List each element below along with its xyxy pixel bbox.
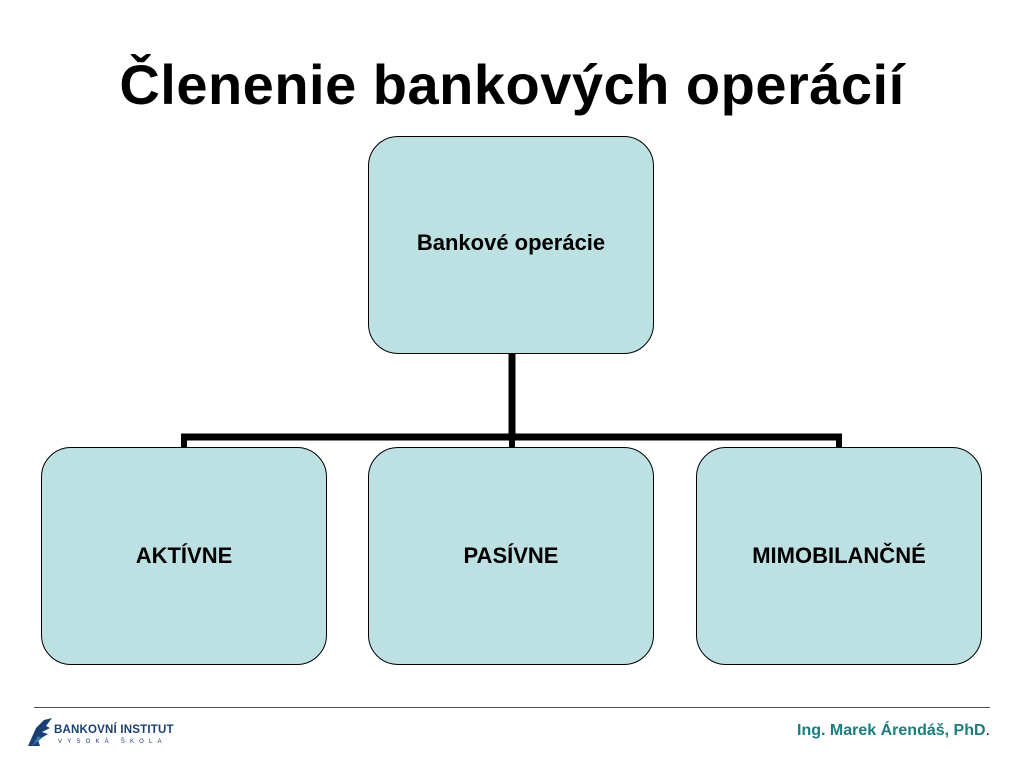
logo-main-text: BANKOVNÍ INSTITUT xyxy=(54,724,174,736)
footer-divider xyxy=(34,707,990,708)
node-label: Bankové operácie xyxy=(416,230,606,255)
node-bankove-operacie[interactable]: Bankové operácie xyxy=(368,136,654,354)
bankovni-institut-logo: BANKOVNÍ INSTITUT VYSOKÁ ŠKOLA xyxy=(26,716,186,750)
node-label: PASÍVNE xyxy=(463,543,559,568)
node-label: MIMOBILANČNÉ xyxy=(752,543,926,568)
logo-sub-text: VYSOKÁ ŠKOLA xyxy=(58,739,167,745)
author-text: Ing. Marek Árendáš, PhD xyxy=(797,722,986,739)
author-name: Ing. Marek Árendáš, PhD. xyxy=(797,722,990,740)
author-suffix: . xyxy=(985,722,990,739)
node-mimobilancne[interactable]: MIMOBILANČNÉ xyxy=(696,447,982,665)
node-aktivne[interactable]: AKTÍVNE xyxy=(41,447,327,665)
eagle-icon xyxy=(28,718,52,746)
node-label: AKTÍVNE xyxy=(135,543,233,568)
node-pasivne[interactable]: PASÍVNE xyxy=(368,447,654,665)
slide-title: Členenie bankových operácií xyxy=(119,53,905,116)
